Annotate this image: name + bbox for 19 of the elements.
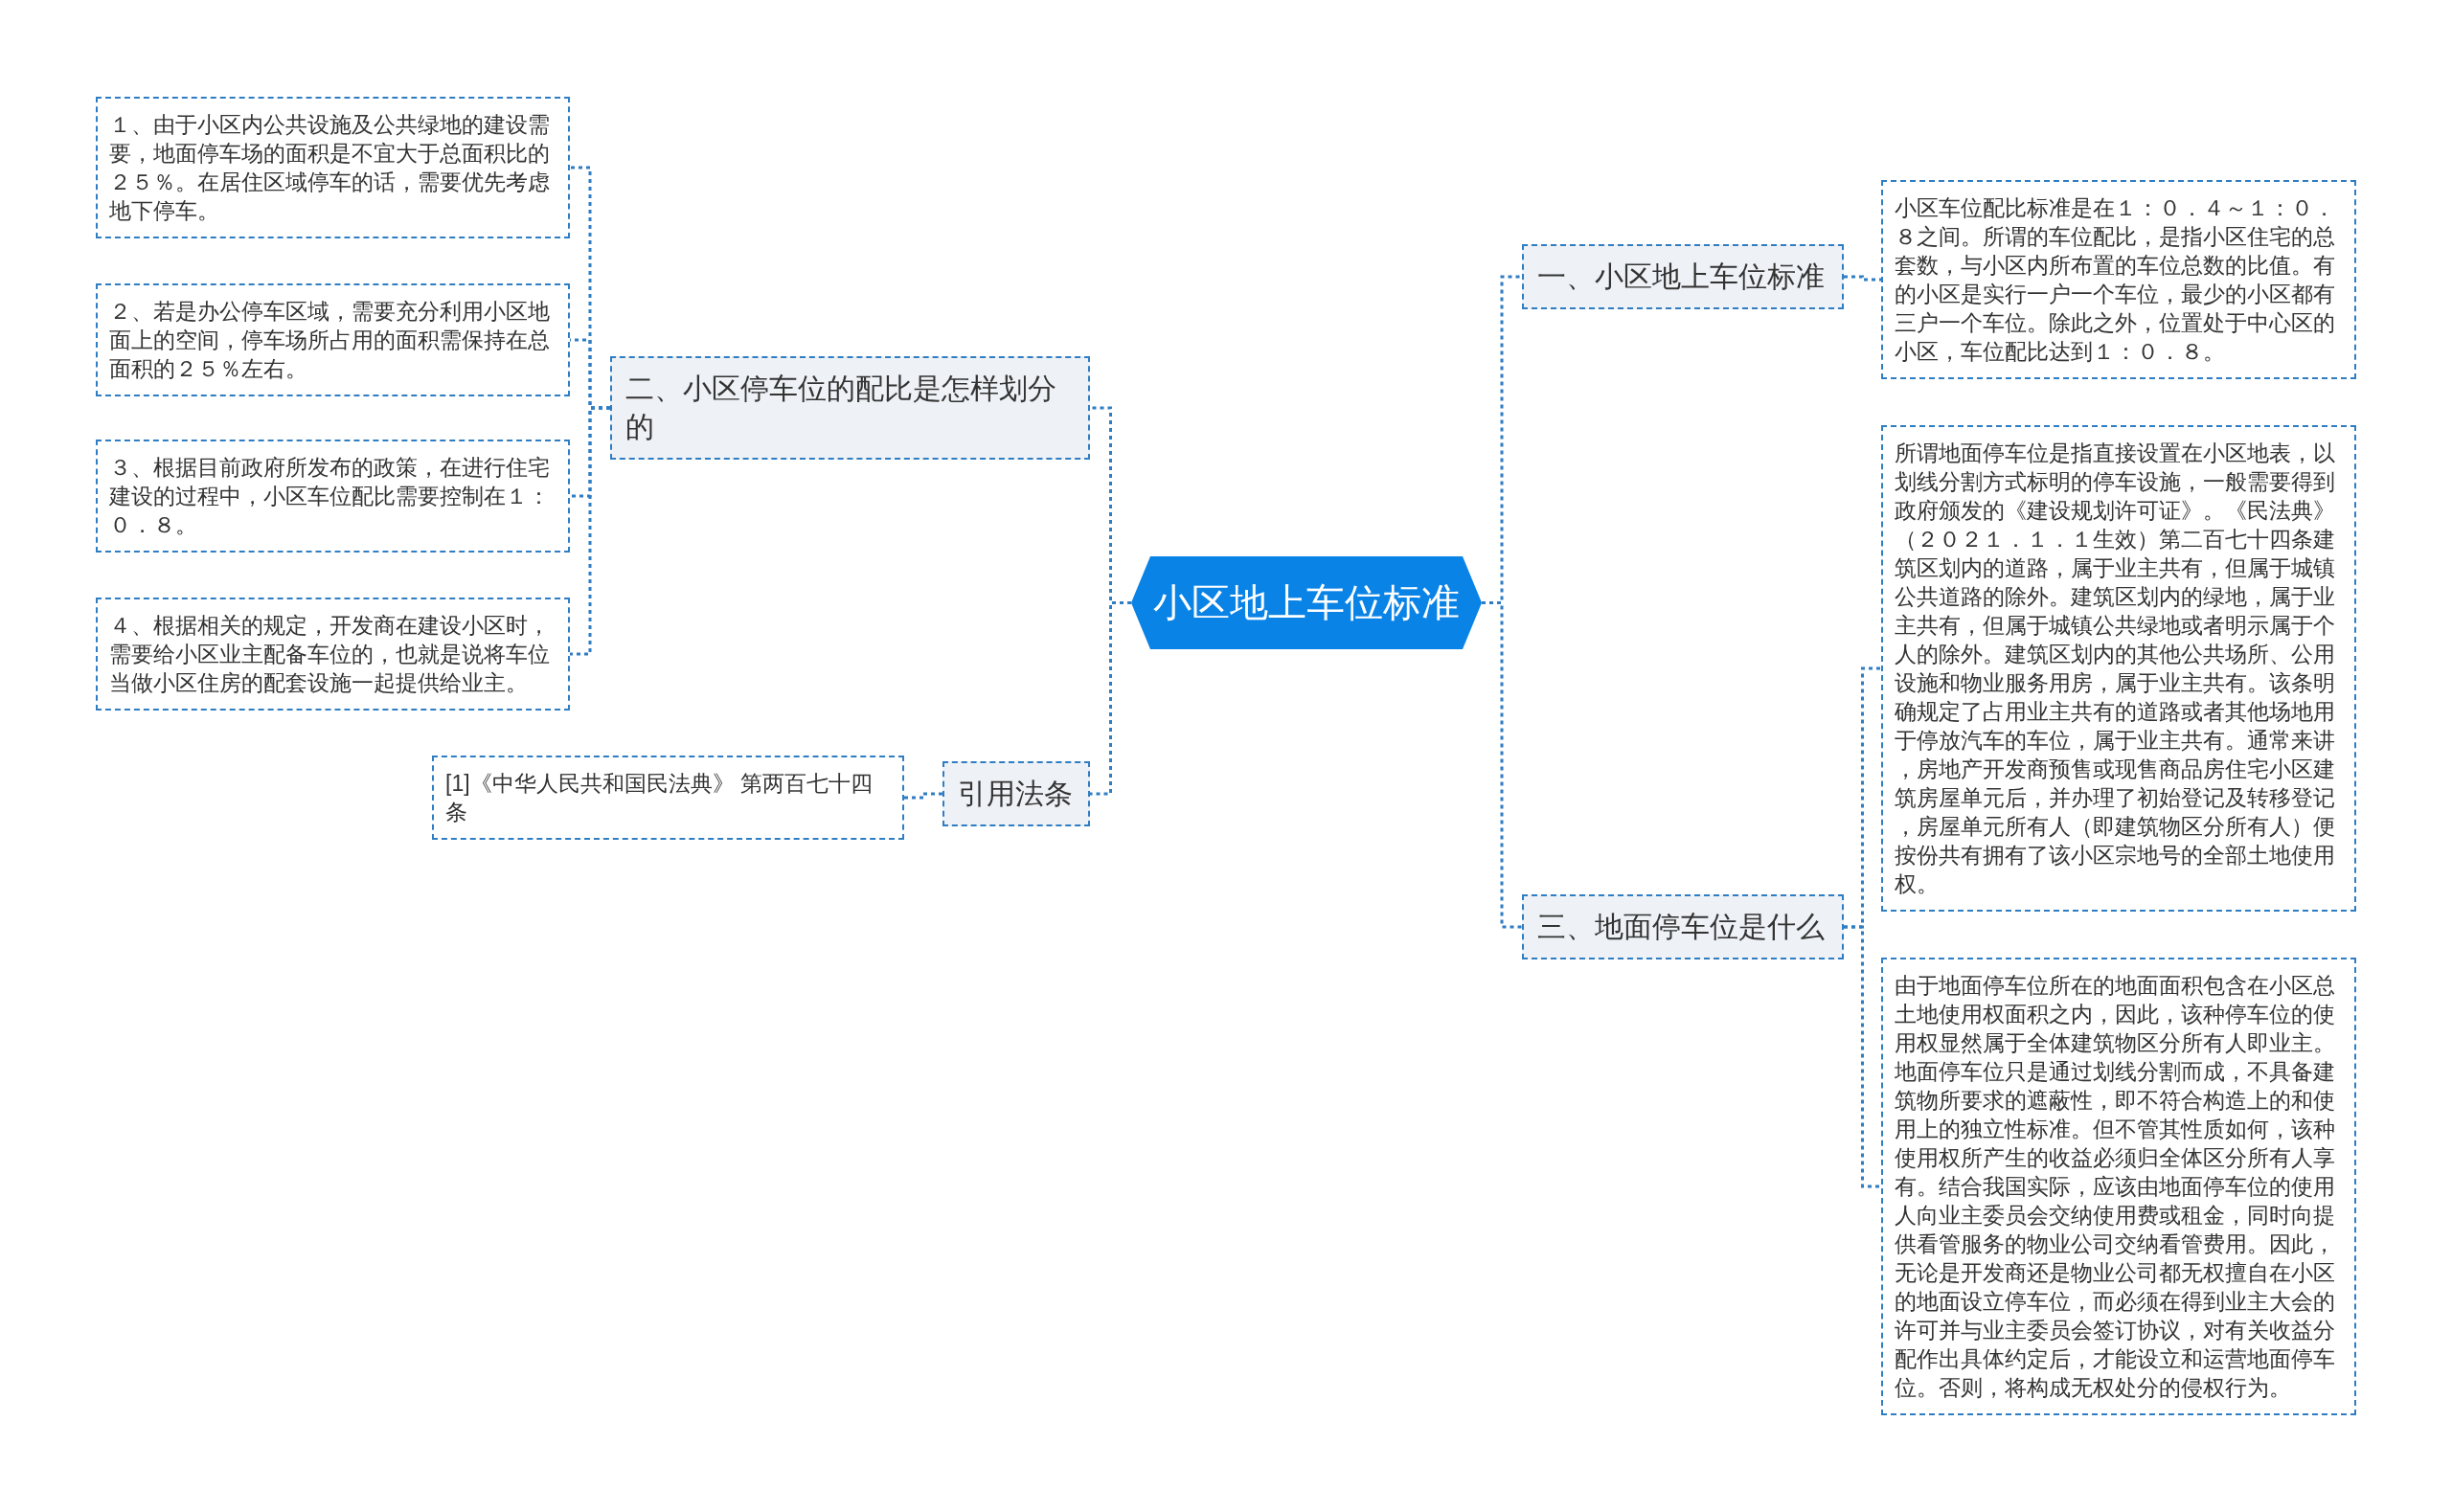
topic-box: 引用法条 [942,761,1090,826]
note-box: [1]《中华人民共和国民法典》 第两百七十四条 [432,756,904,840]
connector [1844,925,1881,1188]
note-box: １、由于小区内公共设施及公共绿地的建设需要，地面停车场的面积是不宜大于总面积比的２５％。在居住区域停车的话，需要优先考虑地下停车。 [96,97,570,238]
note-box: ２、若是办公停车区域，需要充分利用小区地面上的空间，停车场所占用的面积需保持在总面积的２５％左右。 [96,283,570,396]
connector [1844,275,1881,282]
note-box: 所谓地面停车位是指直接设置在小区地表，以划线分割方式标明的停车设施，一般需要得到政府颁发的《建设规划许可证》。《民法典》（２０２１．１．１生效）第二百七十四条建筑区划内的道路，属于业主共有，但属于城镇公共道路的除外。建筑区划内的绿地，属于业主共有，但属于城镇公共绿地或者明示属于个人的除外。建筑区划内的其他公共场所、公用设施和物业服务用房，属于业主共有。该条明确规定了占用业主共有的道路或者其他场地用于停放汽车的车位，属于业主共有。通常来讲，房地产开发商预售或现售商品房住宅小区建筑房屋单元后，并办理了初始登记及转移登记，房屋单元所有人（即建筑物区分所有人）便按份共有拥有了该小区宗地号的全部土地使用权。 [1881,425,2356,912]
connector [1090,601,1131,796]
note-box: ４、根据相关的规定，开发商在建设小区时，需要给小区业主配备车位的，也就是说将车位当做小区住房的配套设施一起提供给业主。 [96,598,570,711]
topic-box: 一、小区地上车位标准 [1522,244,1844,309]
topic-box: 三、地面停车位是什么 [1522,894,1844,959]
topic-box: 二、小区停车位的配比是怎样划分的 [610,356,1090,460]
connector [570,406,610,656]
connector [1482,601,1522,929]
note-box: 由于地面停车位所在的地面面积包含在小区总土地使用权面积之内，因此，该种停车位的使用权显然属于全体建筑物区分所有人即业主。地面停车位只是通过划线分割而成，不具备建筑物所要求的遮蔽性，即不符合构造上的和使用上的独立性标准。但不管其性质如何，该种使用权所产生的收益必须归全体区分所有人享有。结合我国实际，应该由地面停车位的使用人向业主委员会交纳使用费或租金，同时向提供看管服务的物业公司交纳看管费用。因此，无论是开发商还是物业公司都无权擅自在小区的地面设立停车位，而必须在得到业主大会的许可并与业主委员会签订协议，对有关收益分配作出具体约定后，才能设立和运营地面停车位。否则，将构成无权处分的侵权行为。 [1881,958,2356,1415]
central-topic: 小区地上车位标准 [1131,556,1482,649]
note-box: ３、根据目前政府所发布的政策，在进行住宅建设的过程中，小区车位配比需要控制在１：０．８。 [96,440,570,553]
connector [904,792,942,800]
note-box: 小区车位配比标准是在１：０．４～１：０．８之间。所谓的车位配比，是指小区住宅的总套数，与小区内所布置的车位总数的比值。有的小区是实行一户一个车位，最少的小区都有三户一个车位。除此之外，位置处于中心区的小区，车位配比达到１：０．８。 [1881,180,2356,379]
